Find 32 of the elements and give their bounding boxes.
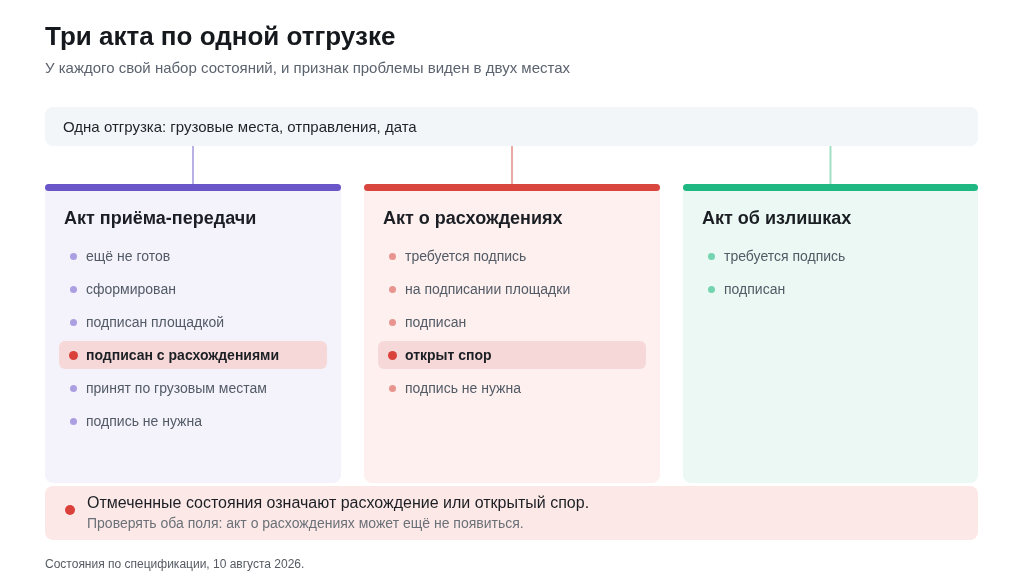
state-label: открыт спор — [405, 346, 492, 364]
state-label: принят по грузовым местам — [86, 379, 267, 397]
diagram-title: Три акта по одной отгрузке — [45, 21, 396, 51]
state-label: подпись не нужна — [405, 379, 521, 397]
act-card — [45, 184, 341, 483]
highlighted-state — [59, 341, 327, 369]
state-label: подпись не нужна — [86, 412, 202, 430]
card-title: Акт о расхождениях — [383, 208, 563, 228]
source-note: Состояния по спецификации, 10 августа 2026. — [45, 557, 305, 571]
state-label: подписан с расхождениями — [86, 346, 280, 364]
connector-line — [829, 145, 832, 185]
state-label: подписан — [405, 313, 467, 331]
state-label: на подписании площадки — [405, 280, 571, 298]
highlighted-state — [378, 341, 646, 369]
connector-line — [511, 145, 513, 185]
state-label: сформирован — [86, 280, 176, 298]
state-label: подписан площадкой — [86, 313, 225, 331]
state-label: подписан — [724, 280, 786, 298]
act-card — [683, 184, 978, 483]
note-box — [45, 486, 978, 540]
state-label: ещё не готов — [86, 247, 171, 265]
act-card — [364, 184, 660, 483]
note-subtext: Проверять оба поля: акт о расхождениях может ещё не появиться. — [87, 514, 525, 533]
subtitle: У каждого свой набор состояний, и признак проблемы виден в двух местах — [45, 58, 570, 78]
state-label: требуется подпись — [405, 247, 527, 265]
card-title: Акт об излишках — [702, 208, 852, 228]
shipment-box — [45, 107, 978, 146]
shipment-text: Одна отгрузка: грузовые места, отправления, дата — [63, 116, 417, 137]
state-label: требуется подпись — [724, 247, 846, 265]
note-text: Отмеченные состояния означают расхождение или открытый спор. — [87, 493, 590, 513]
card-title: Акт приёма-передачи — [64, 208, 257, 228]
connector-line — [192, 145, 194, 185]
